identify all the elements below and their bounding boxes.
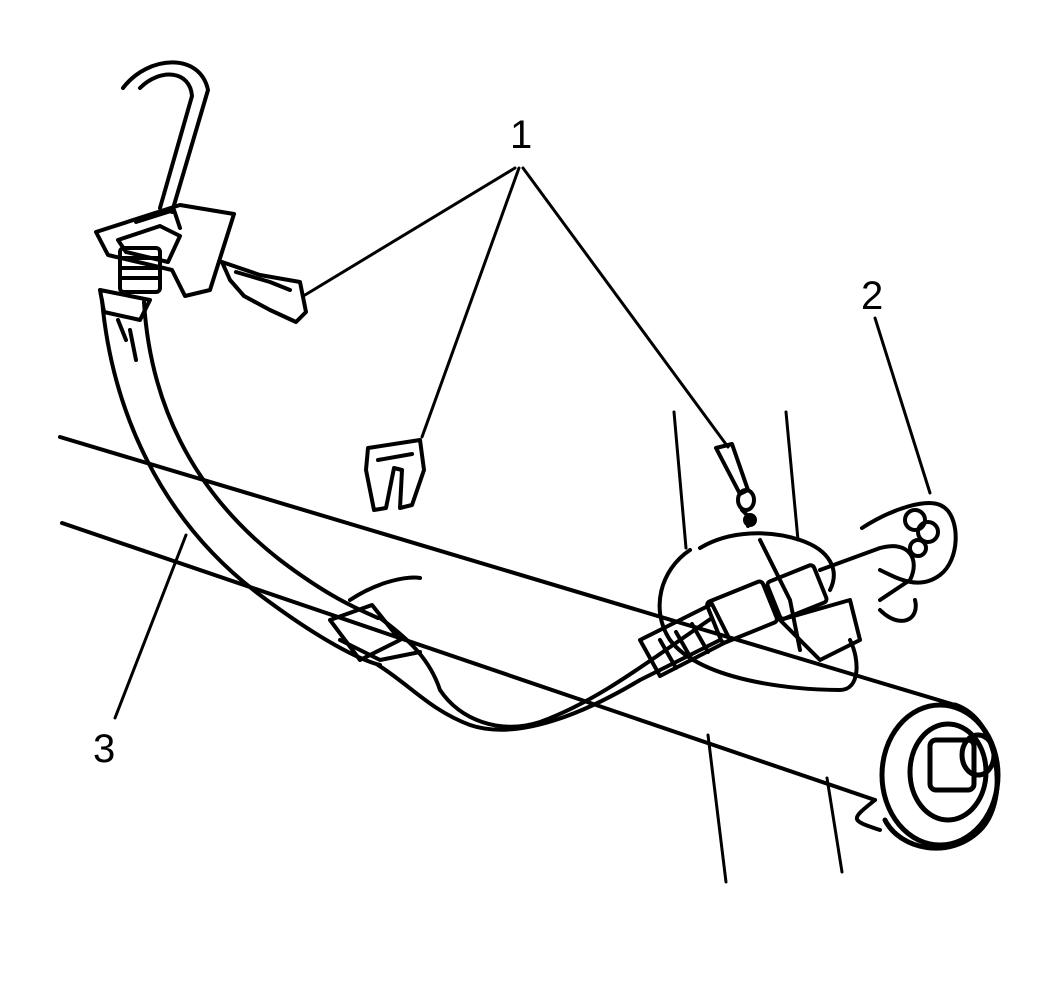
lower-hose-fitting (638, 563, 829, 678)
callout-3: 3 (93, 727, 115, 771)
knuckle (657, 531, 862, 692)
retaining-clip-upper (220, 260, 308, 324)
ball-joint (879, 702, 1001, 851)
leader-lines (113, 166, 932, 720)
strut-lines (672, 410, 844, 884)
brake-hose (100, 298, 722, 732)
retaining-clip-pin (714, 442, 757, 528)
hose-bracket (94, 203, 236, 298)
callout-1: 1 (510, 113, 532, 157)
upper-hose-fitting (98, 246, 162, 322)
brake-pipe (121, 60, 210, 214)
caliper-fitting (818, 501, 958, 623)
callout-2: 2 (861, 274, 883, 318)
retaining-clip-u (364, 438, 426, 512)
control-arm (58, 435, 957, 832)
